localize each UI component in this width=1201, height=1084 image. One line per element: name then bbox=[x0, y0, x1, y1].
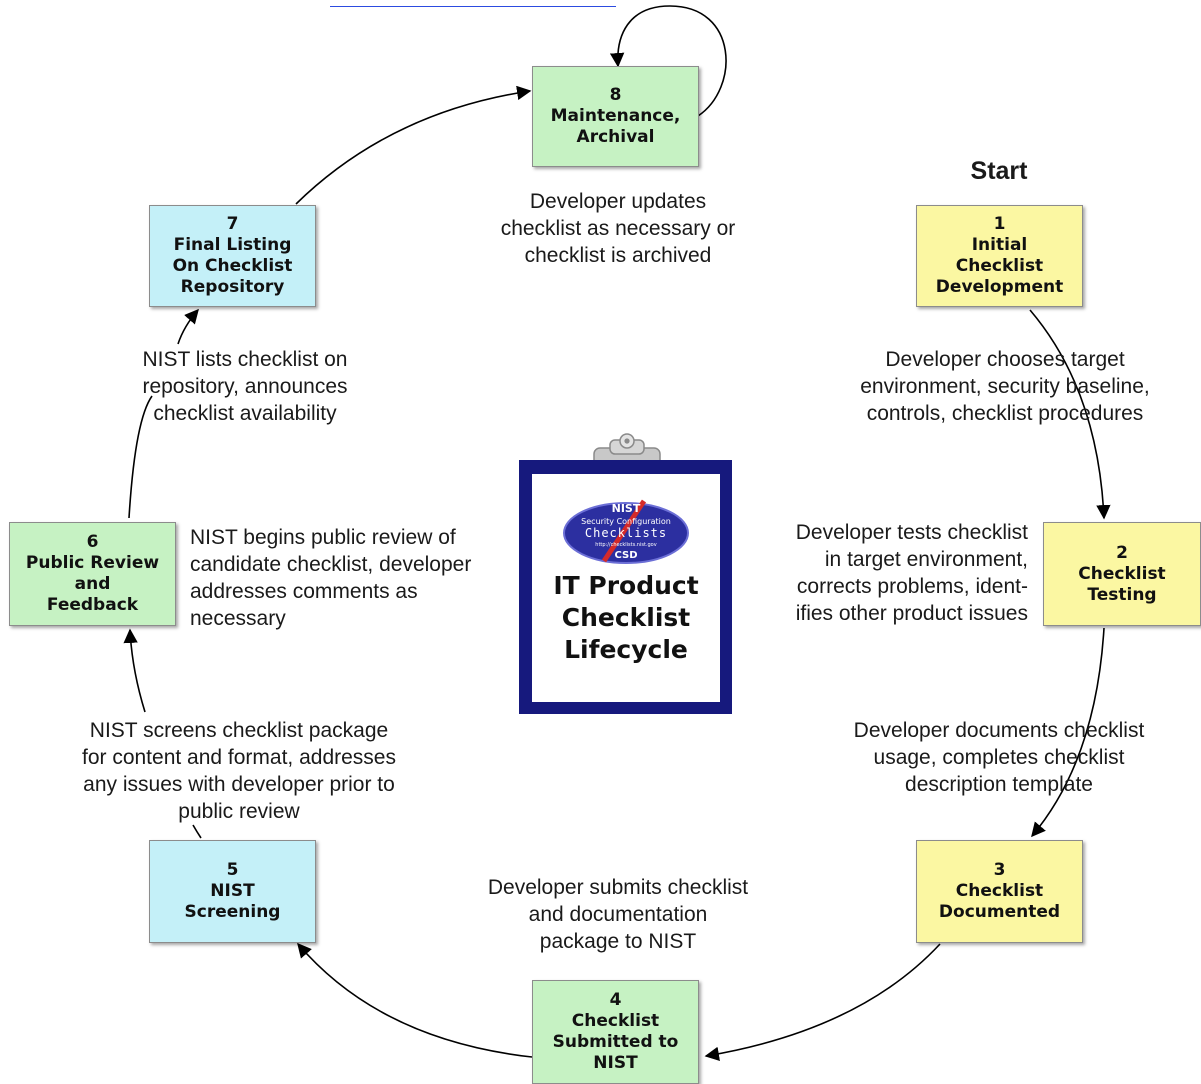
header-link[interactable] bbox=[330, 0, 616, 7]
description-step-5: NIST screens checklist package for conte… bbox=[81, 719, 396, 823]
arrow-6-to-7 bbox=[128, 395, 153, 519]
step-label: Checklist Submitted to NIST bbox=[552, 1011, 679, 1073]
step-5-box: 5 NIST Screening bbox=[149, 840, 316, 943]
step-8-box: 8 Maintenance, Archival bbox=[532, 66, 699, 167]
step-label: Checklist Testing bbox=[1078, 563, 1166, 605]
arrow-4-to-5 bbox=[297, 942, 533, 1058]
diagram-center-title: IT Product Checklist Lifecycle bbox=[553, 571, 699, 664]
arrow-5-to-6 bbox=[123, 628, 146, 713]
description-step-6: NIST begins public review of candidate c… bbox=[190, 526, 472, 630]
step-number: 5 bbox=[226, 860, 239, 880]
arrow-1-to-2 bbox=[1029, 309, 1111, 520]
svg-text:NIST: NIST bbox=[612, 502, 641, 515]
step-label: Public Review and Feedback bbox=[25, 553, 160, 615]
description-step-4: Developer submits checklist and document… bbox=[487, 876, 749, 953]
step-3-box: 3 Checklist Documented bbox=[916, 840, 1083, 943]
description-step-2: Developer tests checklist in target envi… bbox=[795, 521, 1028, 625]
description-step-1: Developer chooses target environment, se… bbox=[860, 348, 1150, 425]
svg-text:Checklists: Checklists bbox=[585, 526, 667, 540]
description-step-7: NIST lists checklist on repository, anno… bbox=[142, 348, 348, 425]
svg-text:Security Configuration: Security Configuration bbox=[581, 517, 671, 526]
arrow-7-to-8 bbox=[295, 85, 532, 205]
step-7-box: 7 Final Listing On Checklist Repository bbox=[149, 205, 316, 307]
step-number: 6 bbox=[86, 532, 99, 552]
arrow-3-to-4 bbox=[704, 943, 941, 1061]
description-step-3: Developer documents checklist usage, com… bbox=[853, 719, 1145, 796]
nist-checklists-logo: NIST Security Configuration Checklists h… bbox=[563, 499, 689, 564]
svg-text:CSD: CSD bbox=[614, 550, 637, 561]
step-label: Checklist Documented bbox=[938, 881, 1061, 922]
step-number: 2 bbox=[1116, 542, 1128, 563]
arrow-8-self-loop bbox=[609, 5, 727, 117]
step-4-box: 4 Checklist Submitted to NIST bbox=[532, 980, 699, 1084]
start-label: Start bbox=[970, 157, 1028, 185]
step-number: 1 bbox=[993, 214, 1006, 234]
description-step-8: Developer updates checklist as necessary… bbox=[500, 190, 736, 267]
step-number: 7 bbox=[226, 214, 239, 234]
step-label: Final Listing On Checklist Repository bbox=[172, 235, 293, 297]
step-number: 3 bbox=[993, 860, 1006, 880]
arrow-2-to-3 bbox=[1031, 627, 1105, 838]
step-label: Maintenance, Archival bbox=[550, 106, 681, 147]
step-2-box: 2 Checklist Testing bbox=[1043, 522, 1201, 626]
arrow-6-to-7-head bbox=[177, 308, 199, 345]
step-number: 4 bbox=[609, 990, 622, 1010]
step-label: Initial Checklist Development bbox=[935, 235, 1064, 297]
step-label: NIST Screening bbox=[184, 881, 281, 922]
svg-text:http://checklists.nist.gov: http://checklists.nist.gov bbox=[595, 542, 656, 548]
step-number: 8 bbox=[609, 85, 622, 105]
arrow-5-to-6-tail bbox=[192, 824, 202, 839]
step-1-box: 1 Initial Checklist Development bbox=[916, 205, 1083, 307]
step-6-box: 6 Public Review and Feedback bbox=[9, 522, 176, 626]
